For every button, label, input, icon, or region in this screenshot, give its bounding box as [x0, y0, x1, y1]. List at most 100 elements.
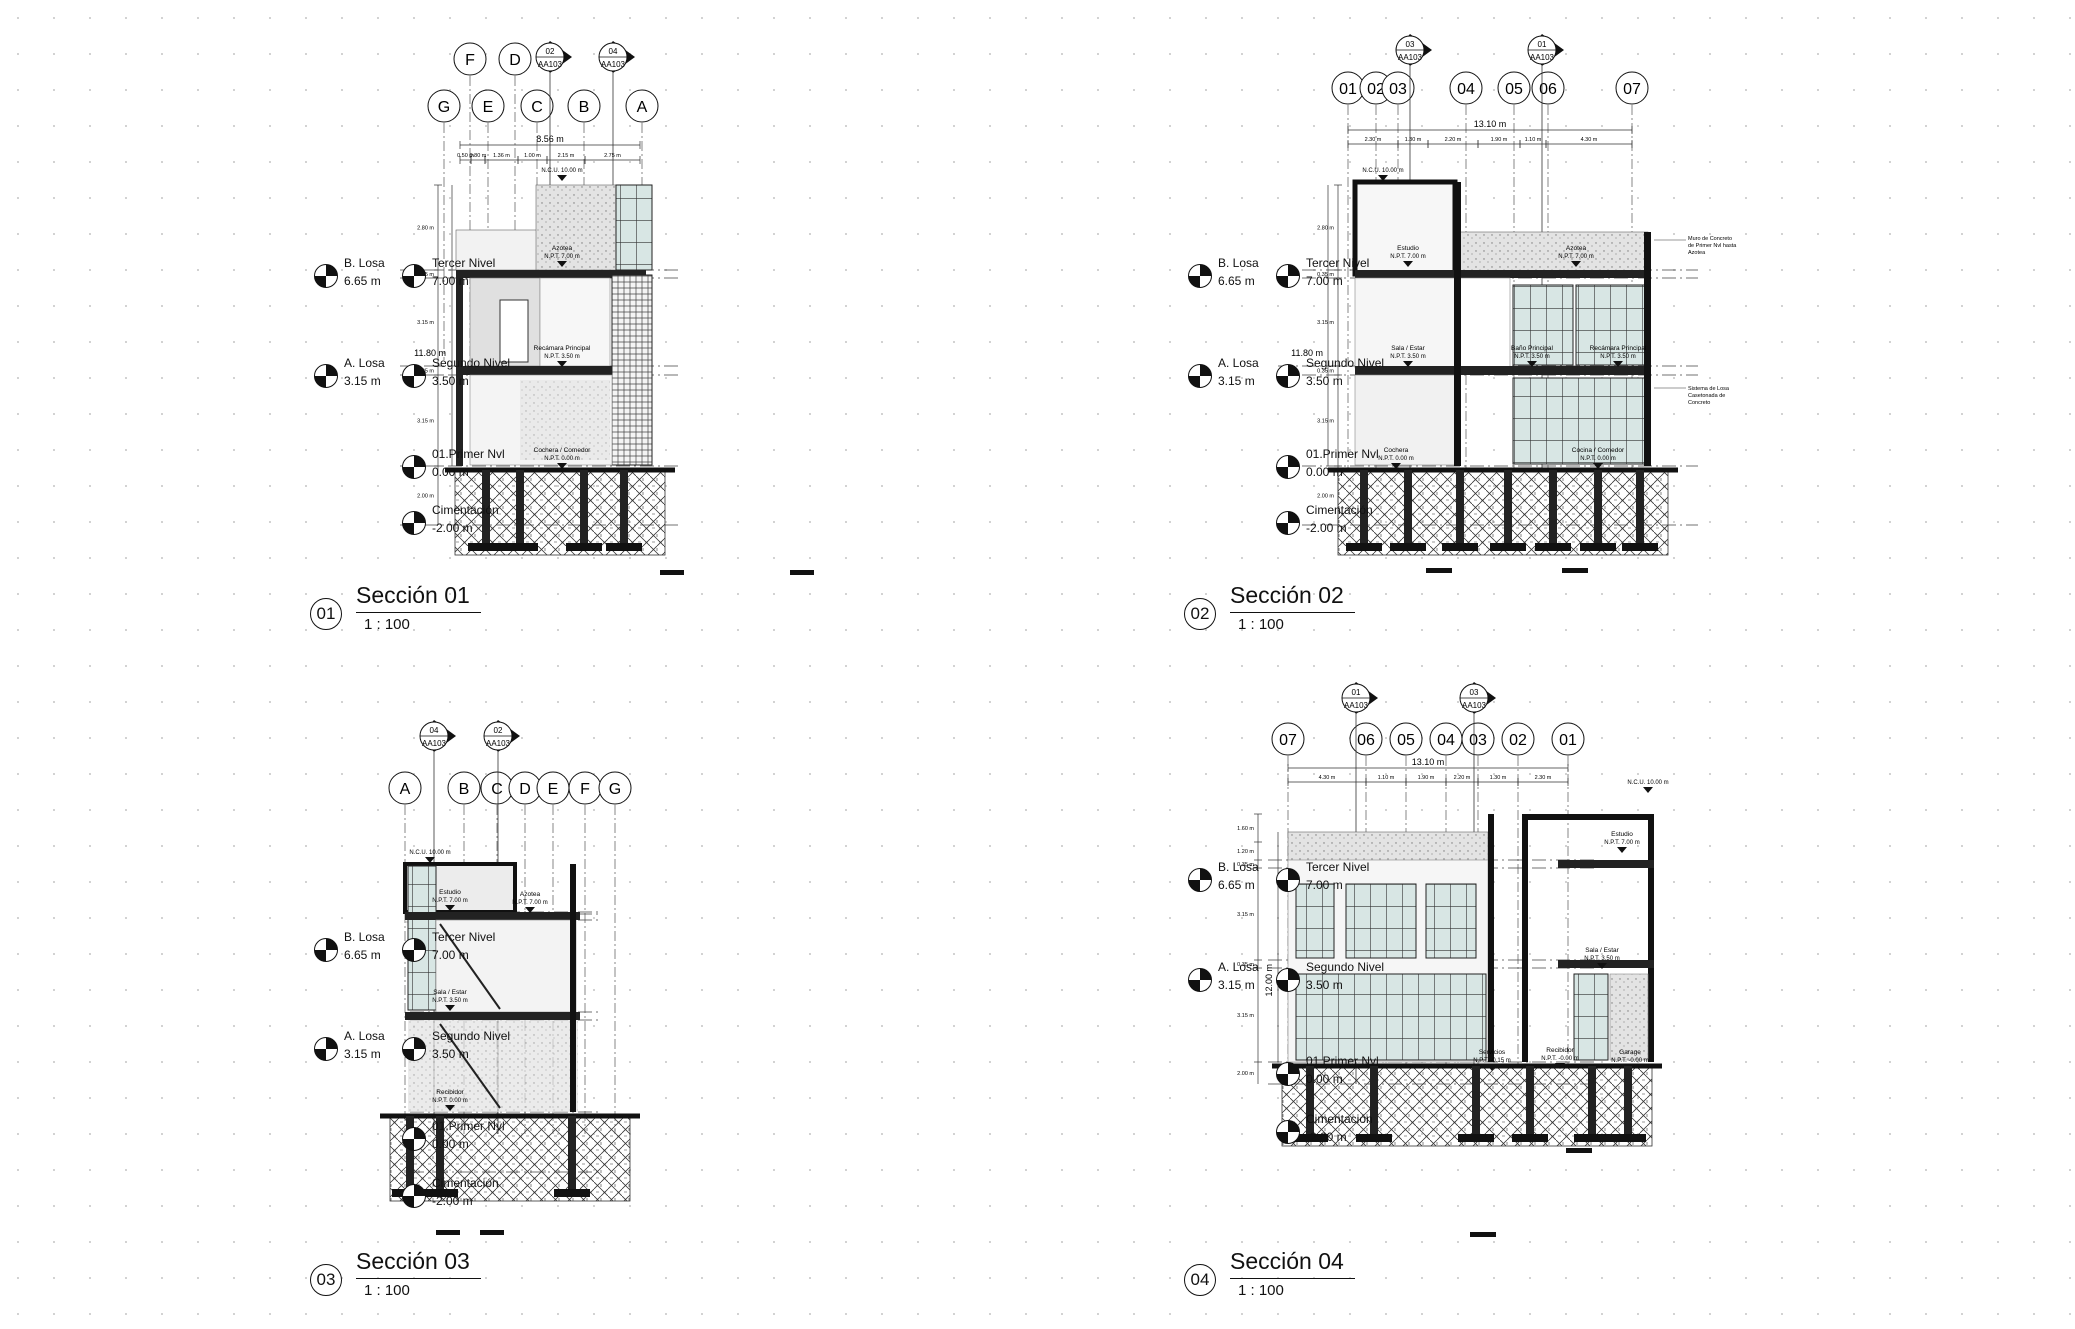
grid-label: 01: [1339, 81, 1357, 98]
slab-elev: 6.65 m: [344, 274, 381, 288]
grid-label: B: [459, 781, 470, 798]
level-marker-icon: [1391, 463, 1401, 469]
cimentacion-level-marker: Cimentación -2.00 m: [314, 503, 554, 551]
dimension-label: 1.00 m: [524, 153, 541, 159]
room-level: N.P.T. 7.00 m: [1558, 254, 1594, 260]
level-name: Cimentación: [432, 1176, 499, 1190]
dimension-label: 1.30 m: [1405, 137, 1422, 143]
structural-wall: [1644, 232, 1651, 466]
grid-label: F: [580, 781, 590, 798]
second-level-slab: [405, 1012, 580, 1020]
grid-bubble: [1551, 722, 1585, 756]
slab-b-level-marker: B. Losa 6.65 m Tercer Nivel 7.00 m: [314, 930, 554, 978]
slab-a-level-marker: A. Losa 3.15 m Segundo Nivel 3.50 m: [1188, 960, 1428, 1008]
section-number-badge: 02: [1184, 598, 1216, 630]
slab-name: A. Losa: [1218, 356, 1259, 370]
dimension-label: 4.30 m: [1581, 137, 1598, 143]
slab-name: B. Losa: [344, 256, 385, 270]
section-mark: [1562, 568, 1588, 573]
dimension-label: 1.30 m: [1490, 775, 1507, 781]
room-level: N.P.T. 7.00 m: [1390, 254, 1426, 260]
height-dimension: 11.80 m: [414, 348, 446, 358]
structural-wall: [1488, 814, 1494, 1062]
room-level: N.P.T. 0.00 m: [1378, 456, 1414, 462]
title-underline: [356, 1278, 481, 1279]
section-scale: 1 : 100: [1238, 1282, 1284, 1299]
dimension-label: 2.75 m: [604, 153, 621, 159]
level-elev: 3.50 m: [1306, 374, 1343, 388]
grid-label: 06: [1357, 732, 1375, 749]
foundation-pier: [1504, 470, 1512, 545]
room-level: N.P.T. 3.50 m: [1514, 354, 1550, 360]
grid-label: 02: [1367, 81, 1385, 98]
footing: [1490, 543, 1526, 551]
level-elev: 0.00 m: [1306, 465, 1343, 479]
room-level: N.P.T. 3.50 m: [1584, 956, 1620, 962]
callout-number: 02: [546, 47, 555, 56]
room-level: N.P.T. 3.50 m: [544, 354, 580, 360]
room-name: Estudio: [439, 889, 461, 896]
level-datum-icon: [1188, 264, 1212, 288]
level-name: Cimentación: [432, 503, 499, 517]
grid-bubble: [1501, 722, 1535, 756]
room-level: N.P.T. -0.15 m: [1473, 1058, 1511, 1064]
grid-bubble: [1381, 71, 1415, 105]
level-elev: 7.00 m: [432, 274, 469, 288]
ground-hatch: [389, 1115, 631, 1202]
bath-window: [1512, 284, 1574, 366]
footing: [1574, 1134, 1610, 1142]
grid-bubble: [1531, 71, 1565, 105]
roof-parapet: [455, 229, 545, 271]
level-name: Tercer Nivel: [1306, 860, 1370, 874]
structural-wall: [1648, 814, 1654, 1062]
grid-label: C: [491, 781, 503, 798]
slab-name: B. Losa: [1218, 860, 1259, 874]
level-elev: 7.00 m: [1306, 878, 1343, 892]
level-name: 01.Primer Nvl: [1306, 1054, 1379, 1068]
section-title: Sección 04: [1230, 1248, 1344, 1274]
footing: [554, 1189, 590, 1197]
level-datum-icon: [402, 364, 426, 388]
level-marker-icon: [1403, 361, 1413, 367]
level-name: Segundo Nivel: [1306, 356, 1385, 370]
foundation-pier: [1624, 1066, 1632, 1136]
level-marker-icon: [1571, 261, 1581, 267]
dimension-label: 0.35 m: [1237, 862, 1254, 868]
annotation-note: Casetonada de: [1688, 393, 1725, 399]
garage-wall: [1609, 973, 1649, 1061]
dimension-label: 3.15 m: [1237, 1013, 1254, 1019]
room-name: Recámara Principal: [1590, 345, 1647, 352]
level-elev: 0.00 m: [432, 465, 469, 479]
room-name: Sala / Estar: [1391, 345, 1425, 352]
footing: [1580, 543, 1616, 551]
cimentacion-level-marker: Cimentación -2.00 m: [1188, 503, 1428, 551]
level-elev: 7.00 m: [1306, 274, 1343, 288]
grid-label: A: [637, 99, 648, 116]
column: [456, 270, 463, 466]
level-datum-icon: [1276, 968, 1300, 992]
level-datum-icon: [1276, 1062, 1300, 1086]
room-name: Sala / Estar: [433, 989, 467, 996]
room-name: Azotea: [552, 245, 573, 252]
cimentacion-level-marker: Cimentación -2.00 m: [1188, 1112, 1428, 1160]
dimension-label: 2.00 m: [1317, 494, 1334, 500]
level-name: Tercer Nivel: [432, 256, 496, 270]
level-elev: 3.50 m: [1306, 978, 1343, 992]
grid-label: E: [483, 99, 494, 116]
section-scale: 1 : 100: [364, 1282, 410, 1299]
footing: [1346, 543, 1382, 551]
callout-number: 01: [1538, 40, 1547, 49]
slab-elev: 6.65 m: [1218, 878, 1255, 892]
foundation-pier: [568, 1116, 576, 1191]
top-level-tag: N.C.U. 10.00 m: [541, 168, 582, 174]
section-mark: [1426, 568, 1452, 573]
grid-label: 01: [1559, 732, 1577, 749]
level-datum-icon: [1188, 968, 1212, 992]
ground-hatch: [1337, 469, 1669, 556]
height-dimension: 12.00 m: [1264, 964, 1274, 997]
dimension-label: 2.20 m: [1454, 775, 1471, 781]
level-name: Cimentación: [1306, 1112, 1373, 1126]
grid-label: G: [609, 781, 621, 798]
